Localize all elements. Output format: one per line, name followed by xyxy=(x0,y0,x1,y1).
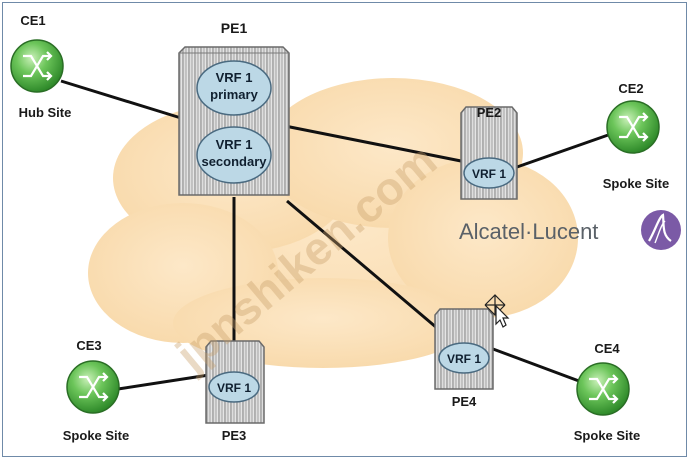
pe4-vrf-label: VRF 1 xyxy=(447,352,481,366)
pe1-label: PE1 xyxy=(221,20,248,36)
pe3-vrf-ellipse xyxy=(208,371,260,403)
link-pe3-ce3 xyxy=(117,373,210,391)
pe3-label: PE3 xyxy=(222,428,247,443)
link-pe1-pe4 xyxy=(286,199,438,330)
move-cursor-icon xyxy=(484,294,510,328)
router-arrows-icon xyxy=(23,51,53,81)
ce2-label: CE2 xyxy=(618,81,643,96)
ce2-router[interactable] xyxy=(606,100,660,154)
link-pe4-ce4 xyxy=(492,347,580,383)
pe2-vrf-label: VRF 1 xyxy=(472,167,506,181)
pe2-router[interactable]: VRF 1 xyxy=(460,106,518,200)
pe2-vrf-ellipse xyxy=(463,157,515,189)
pe1-vrf-primary-ellipse xyxy=(196,60,272,116)
ce2-role: Spoke Site xyxy=(603,176,669,191)
ce4-role: Spoke Site xyxy=(574,428,640,443)
pe1-vrf-secondary-line1: VRF 1 xyxy=(216,137,253,152)
links xyxy=(60,79,612,391)
link-ce1-pe1 xyxy=(60,79,182,120)
ce3-label: CE3 xyxy=(76,338,101,353)
pe2-label: PE2 xyxy=(477,105,502,120)
ce3-router[interactable] xyxy=(66,360,120,414)
alcatel-lucent-logo-icon xyxy=(641,210,681,250)
pe1-router[interactable]: VRF 1 primary VRF 1 secondary xyxy=(178,46,290,196)
pe1-vrf-primary-line2: primary xyxy=(210,87,258,102)
pe4-label: PE4 xyxy=(452,394,477,409)
ce1-label: CE1 xyxy=(20,13,45,28)
pe1-vrf-secondary-ellipse xyxy=(196,126,272,184)
link-pe2-ce2 xyxy=(516,132,612,169)
link-pe1-pe2 xyxy=(284,124,462,163)
router-arrows-icon xyxy=(79,372,109,402)
ce1-role: Hub Site xyxy=(19,105,72,120)
ce1-router[interactable] xyxy=(10,39,64,93)
router-arrows-icon xyxy=(589,374,619,404)
pe1-vrf-secondary-line2: secondary xyxy=(201,154,267,169)
pe3-vrf-label: VRF 1 xyxy=(217,381,251,395)
ce4-router[interactable] xyxy=(576,362,630,416)
ce4-label: CE4 xyxy=(594,341,620,356)
pe3-router[interactable]: VRF 1 xyxy=(205,340,265,424)
pe1-vrf-primary-line1: VRF 1 xyxy=(216,70,253,85)
brand-name: Alcatel·Lucent xyxy=(459,219,598,244)
router-arrows-icon xyxy=(619,112,649,142)
pe4-router[interactable]: VRF 1 xyxy=(434,308,494,390)
pe4-vrf-ellipse xyxy=(438,342,490,374)
network-diagram: VRF 1 primary VRF 1 secondary PE1 VRF 1 … xyxy=(10,13,681,443)
ce3-role: Spoke Site xyxy=(63,428,129,443)
